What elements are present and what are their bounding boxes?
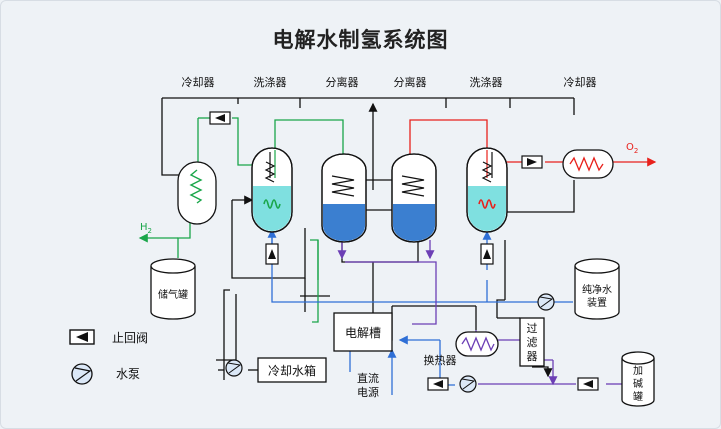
alkali-tank: 加 碱 罐 [621, 351, 655, 407]
h2-text: H [140, 222, 148, 233]
electrolyzer: 电解槽 [333, 312, 393, 352]
scrubber-right [466, 147, 508, 233]
separator-right-label: 分离器 [394, 75, 427, 89]
legend: 止回阀 水泵 [69, 329, 148, 385]
separator-left [321, 153, 367, 243]
pure-water-device: 纯净水 装置 [574, 258, 620, 320]
cooler-left [177, 161, 217, 225]
dc-power-label-1: 直流 [357, 371, 379, 385]
heat-exchanger-label: 换热器 [424, 353, 457, 367]
water-pump-alkali [459, 375, 477, 393]
alkali-char-2: 碱 [633, 378, 643, 390]
scrubber-left [251, 147, 293, 233]
cooler-right-label: 冷却器 [564, 76, 597, 89]
dc-power-label-2: 电源 [357, 385, 379, 399]
water-pump-icon [71, 363, 93, 385]
filter-char-1: 过 [527, 322, 538, 335]
filter-char-3: 器 [527, 350, 538, 363]
o2-label: O2 [626, 142, 638, 155]
h2-subscript: 2 [148, 227, 152, 235]
cooling-tank-label: 冷却水箱 [268, 363, 316, 378]
gas-tank-label: 储气罐 [158, 288, 188, 301]
legend-check-valve: 止回阀 [69, 329, 148, 345]
cooling-water-tank: 冷却水箱 [257, 357, 327, 383]
alkali-char-3: 罐 [633, 390, 643, 403]
oxygen-lines [409, 119, 657, 167]
water-pump-cooling [225, 359, 243, 377]
check-valve-top-left [209, 111, 231, 125]
filter: 过 滤 器 [519, 317, 545, 367]
check-valve-bottom-right [577, 377, 599, 391]
check-valve-icon [69, 329, 95, 345]
check-valve-right-vertical [480, 243, 494, 265]
pure-water-label-1: 纯净水 [582, 283, 612, 296]
hydrogen-lines [138, 117, 344, 323]
legend-water-pump: 水泵 [71, 363, 140, 385]
page-title: 电解水制氢系统图 [272, 28, 449, 52]
filter-char-2: 滤 [527, 336, 538, 349]
alkali-char-1: 加 [633, 365, 643, 377]
o2-subscript: 2 [634, 147, 638, 155]
check-valve-bottom-middle [427, 377, 449, 391]
pure-water-label-2: 装置 [587, 296, 607, 309]
check-valve-left-vertical [265, 243, 279, 265]
gas-tank: 储气罐 [150, 258, 196, 320]
separator-right [391, 153, 437, 243]
separator-connector [366, 179, 392, 211]
cooler-left-label: 冷却器 [182, 76, 215, 89]
scrubber-left-label: 洗涤器 [254, 75, 287, 89]
water-pump-pure [537, 293, 555, 311]
legend-water-pump-label: 水泵 [116, 367, 140, 381]
h2-label: H2 [140, 222, 152, 235]
scrubber-right-label: 洗涤器 [470, 75, 503, 89]
cooler-right [562, 149, 614, 179]
separator-left-label: 分离器 [326, 75, 359, 89]
heat-exchanger: 换热器 [424, 331, 499, 367]
check-valve-o2 [521, 155, 543, 169]
electrolyzer-label: 电解槽 [345, 326, 381, 340]
o2-text: O [626, 142, 634, 153]
legend-check-valve-label: 止回阀 [112, 331, 148, 345]
